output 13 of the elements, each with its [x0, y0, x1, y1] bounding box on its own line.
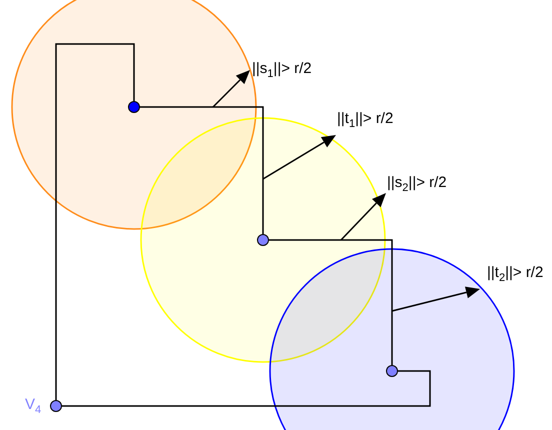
path-line — [140, 106, 264, 234]
point-marker — [257, 234, 269, 246]
norm-condition: ||t$_{2}$||> r/2 — [487, 264, 544, 282]
point-marker — [128, 101, 140, 113]
norm-condition: ||s$_{1}$||> r/2 — [252, 60, 312, 78]
point-marker — [386, 365, 398, 377]
path-line — [62, 370, 431, 407]
norm-condition: ||s$_{2}$||> r/2 — [387, 174, 447, 192]
point-marker — [50, 400, 62, 412]
path-line — [55, 43, 135, 400]
norm-condition: ||t$_{1}$||> r/2 — [337, 110, 394, 128]
point-label: V$_{4}$ — [25, 396, 42, 414]
path-line — [269, 239, 393, 365]
